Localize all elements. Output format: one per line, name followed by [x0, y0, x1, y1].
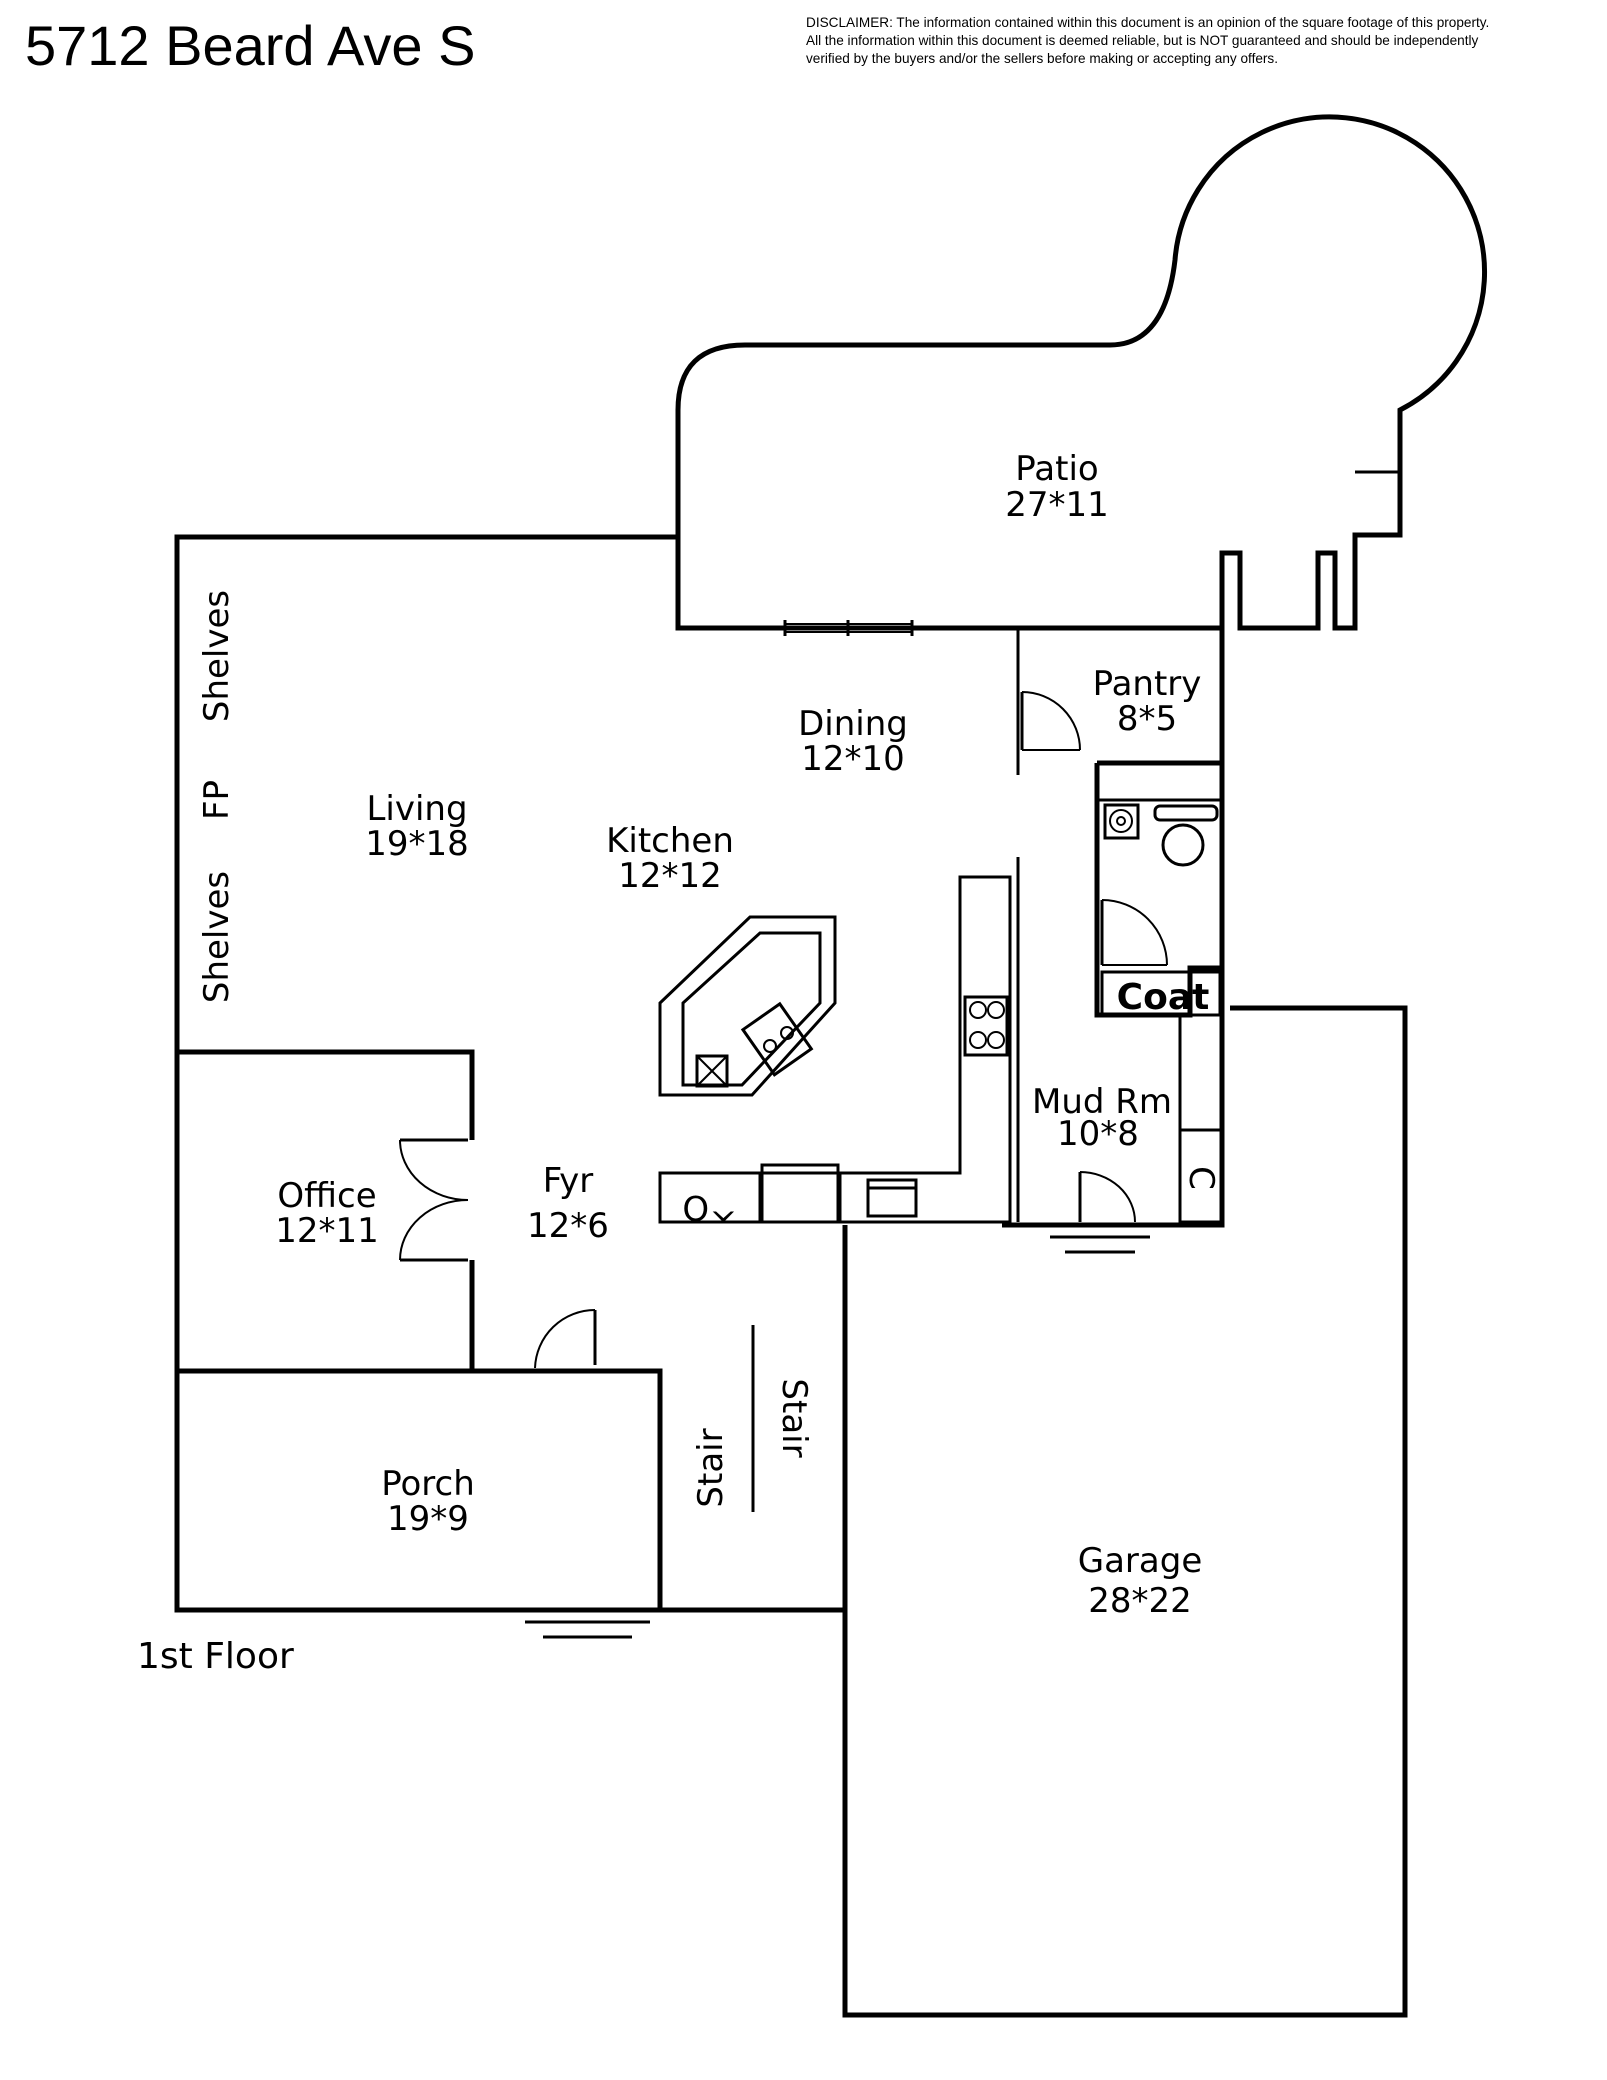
mudroom-door	[1078, 1171, 1136, 1223]
kitchen-island	[658, 915, 837, 1097]
disclaimer-line: All the information within this document…	[806, 33, 1479, 48]
kitchen-counter-west	[658, 875, 1012, 1224]
oven-label: ^O	[682, 1187, 737, 1227]
disclaimer-line: verified by the buyers and/or the seller…	[806, 51, 1279, 66]
dining-name-label: Dining	[798, 704, 908, 744]
dishwasher-icon	[760, 1163, 840, 1224]
living-name-label: Living	[366, 789, 467, 829]
property-address: 5712 Beard Ave S	[25, 14, 476, 77]
shelves-bottom-label: Shelves	[197, 871, 237, 1003]
disclaimer-line: DISCLAIMER: The information contained wi…	[806, 15, 1490, 30]
pantry-name-label: Pantry	[1093, 664, 1202, 704]
pantry-door	[1020, 691, 1081, 751]
closet-label: C	[1181, 1166, 1221, 1190]
coat-closet	[1100, 970, 1222, 1017]
mudroom-name-label: Mud Rm	[1032, 1082, 1172, 1122]
toilet-icon	[1153, 804, 1219, 867]
garage-entry-step	[1050, 1235, 1150, 1254]
stair-left-label: Stair	[691, 1428, 731, 1507]
patio-outline	[675, 114, 1487, 631]
house-exterior-wall	[174, 534, 678, 1613]
stair-right-label: Stair	[774, 1378, 814, 1457]
porch-entry-step	[525, 1620, 650, 1639]
patio-name-label: Patio	[1015, 449, 1098, 489]
sink-icon	[740, 1001, 814, 1077]
bathroom-door	[1100, 899, 1168, 966]
garage-outline	[842, 1005, 1408, 2018]
fireplace-label: FP	[197, 780, 237, 820]
kitchen-name-label: Kitchen	[606, 821, 734, 861]
porch-dims-label: 19*9	[387, 1499, 469, 1539]
foyer-dims-label: 12*6	[527, 1206, 609, 1246]
sliding-door	[783, 620, 914, 636]
shelves-top-label: Shelves	[197, 590, 237, 722]
dining-dims-label: 12*10	[801, 739, 905, 779]
foyer-name-label: Fyr	[543, 1161, 594, 1201]
coat-label: Coat	[1117, 977, 1210, 1018]
appliance-icon	[866, 1178, 918, 1218]
garage-name-label: Garage	[1078, 1541, 1203, 1581]
living-dims-label: 19*18	[365, 824, 469, 864]
floor-label: 1st Floor	[137, 1636, 294, 1677]
garage-dims-label: 28*22	[1088, 1581, 1192, 1621]
front-door	[534, 1309, 597, 1369]
bathroom-sink-icon	[1103, 803, 1140, 840]
pantry-dims-label: 8*5	[1117, 699, 1177, 739]
office-dims-label: 12*11	[275, 1211, 379, 1251]
house-east-wall	[1002, 628, 1225, 1228]
office-name-label: Office	[277, 1176, 376, 1216]
cooktop-icon	[963, 995, 1009, 1057]
porch-name-label: Porch	[381, 1464, 475, 1504]
kitchen-dims-label: 12*12	[618, 856, 722, 896]
disclaimer: DISCLAIMER: The information contained wi…	[806, 14, 1596, 68]
patio-dims-label: 27*11	[1005, 485, 1109, 525]
mudroom-dims-label: 10*8	[1057, 1114, 1139, 1154]
office-double-door	[399, 1138, 469, 1262]
office-wall	[177, 1049, 475, 1140]
